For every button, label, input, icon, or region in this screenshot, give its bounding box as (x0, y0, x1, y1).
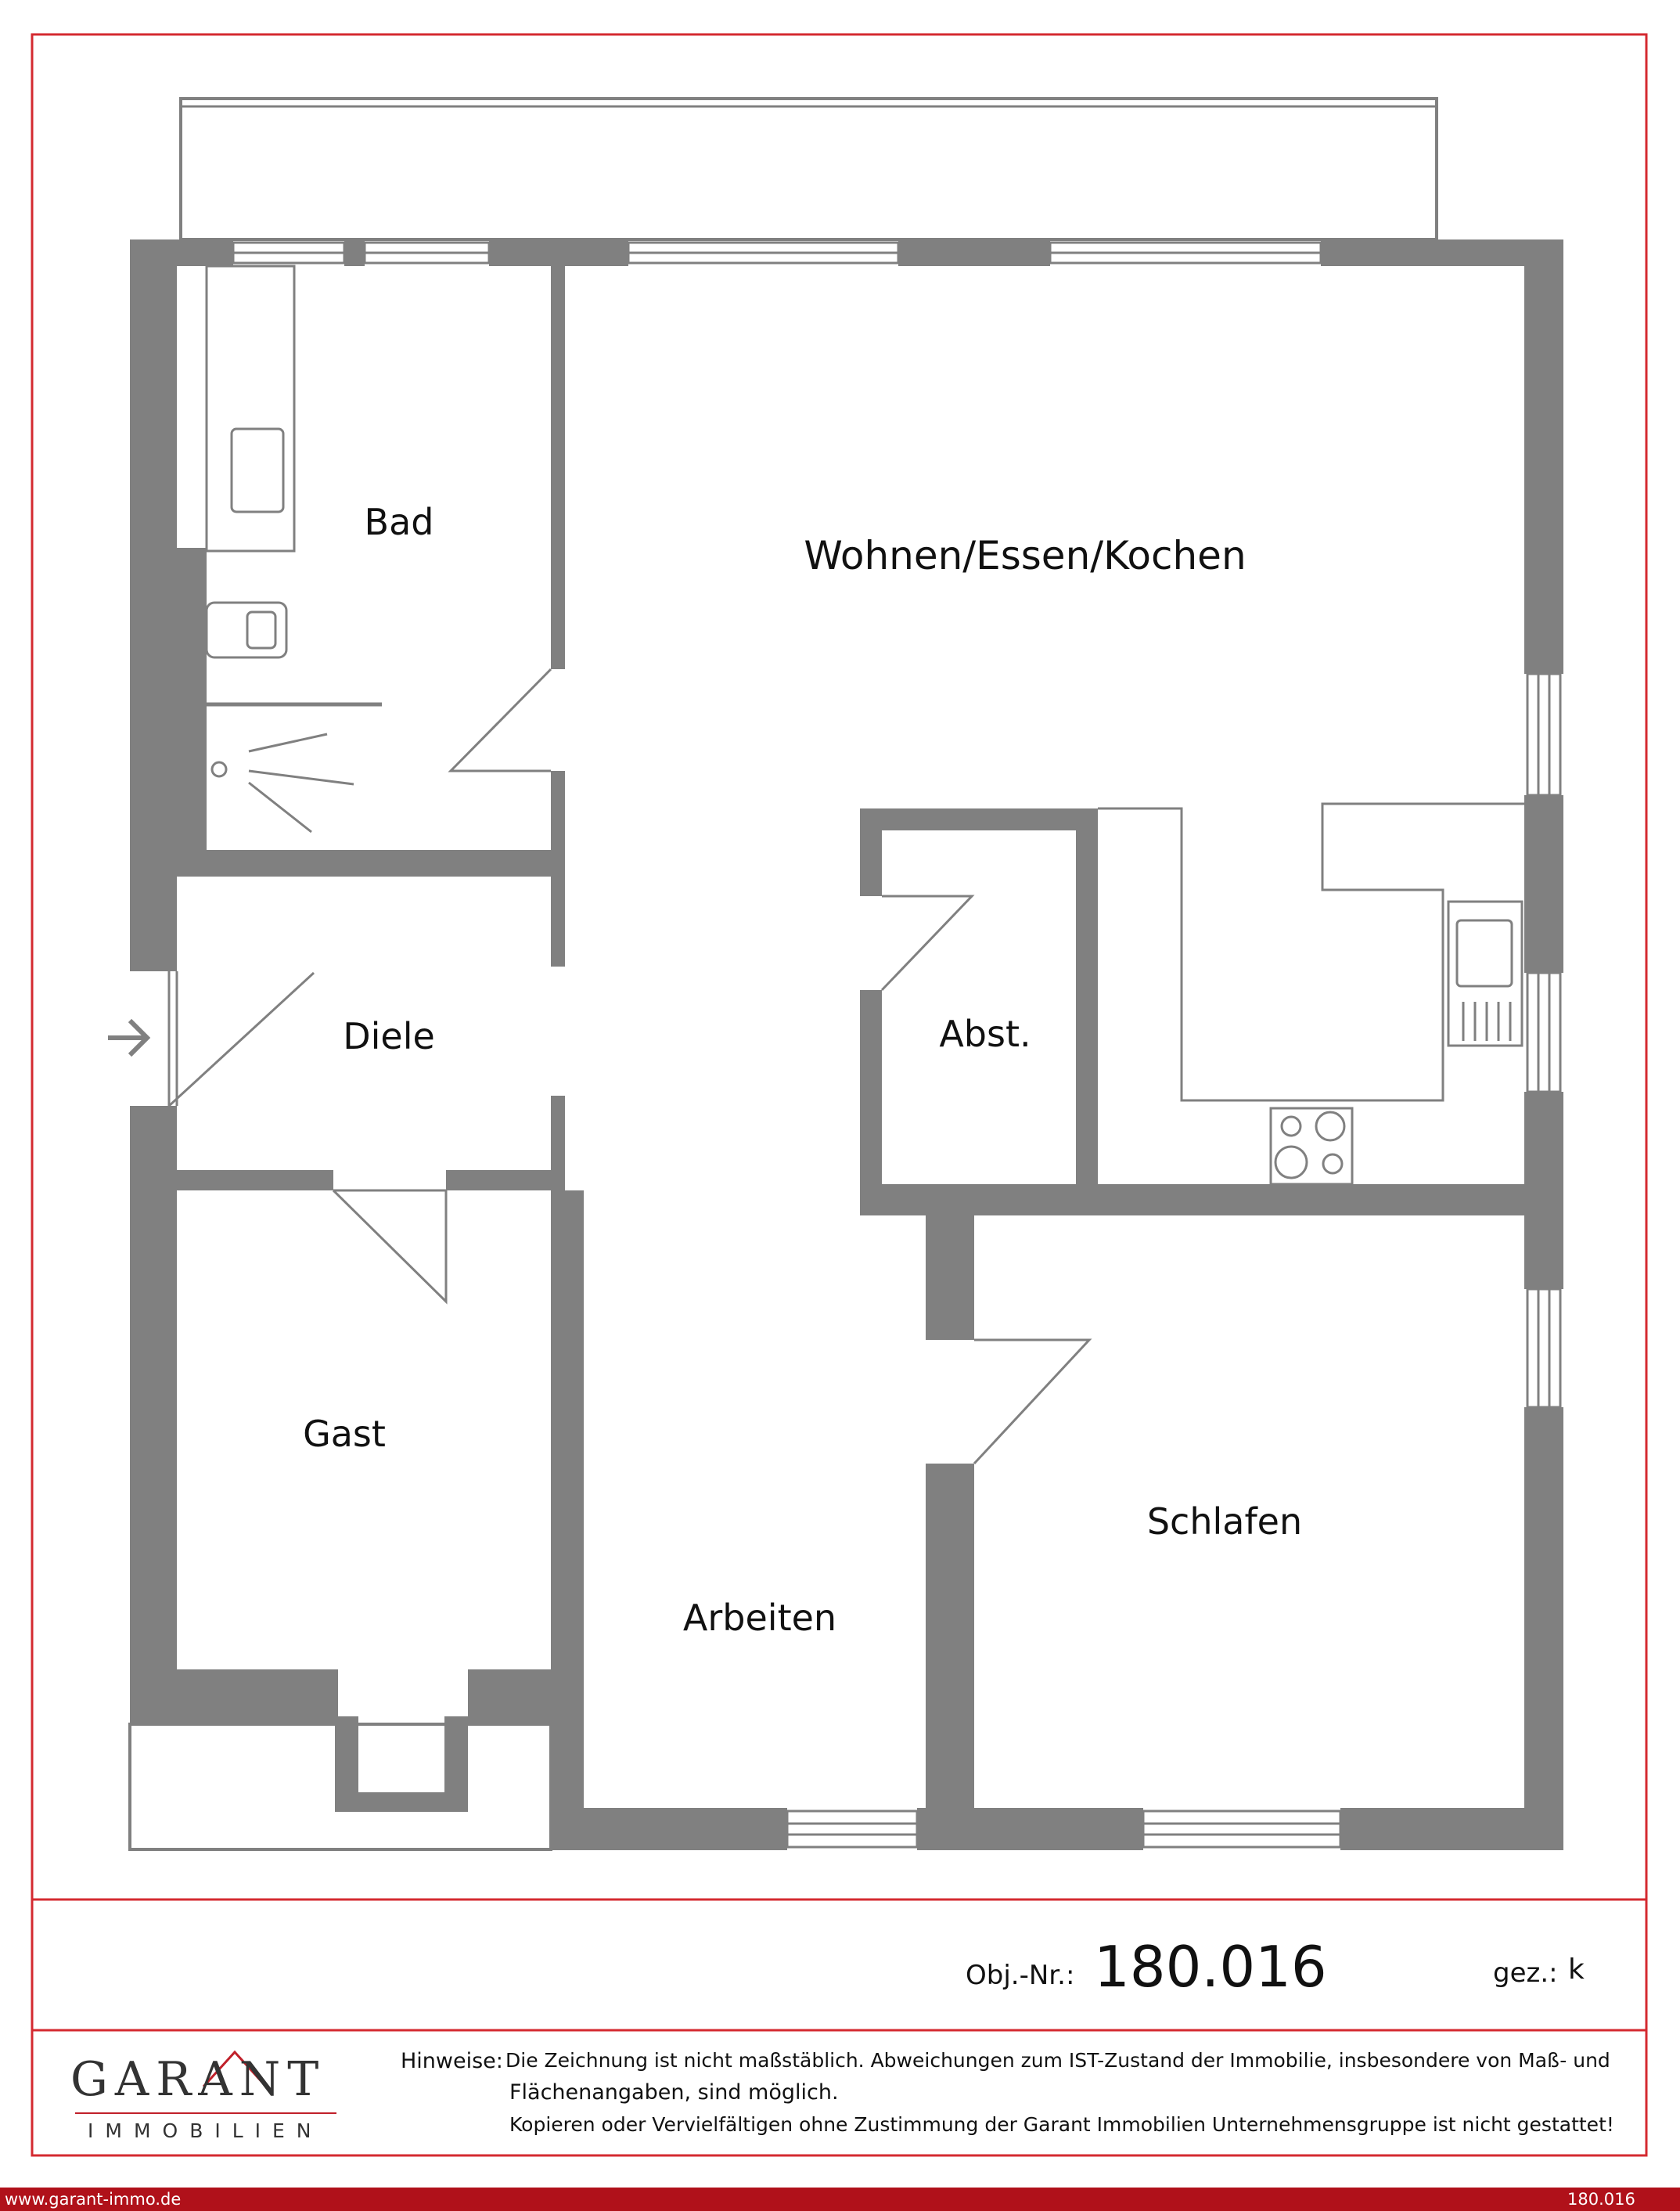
footer-website-link[interactable]: www.garant-immo.de (5, 2190, 182, 2209)
object-number-label: Obj.-Nr.: (966, 1960, 1074, 1991)
room-label-gast: Gast (303, 1413, 386, 1455)
notice-line-2: Flächenangaben, sind möglich. (509, 2080, 839, 2105)
room-label-diele: Diele (343, 1015, 435, 1057)
object-number: 180.016 (1094, 1934, 1327, 2000)
sink-icon (230, 427, 285, 513)
bay-window (128, 1716, 552, 1851)
notice-label: Hinweise: (401, 2049, 503, 2073)
room-label-bad: Bad (365, 501, 434, 543)
logo-subtitle: IMMOBILIEN (88, 2119, 323, 2142)
room-label-wohnen: Wohnen/Essen/Kochen (804, 533, 1246, 578)
footer-object-number: 180.016 (1567, 2190, 1635, 2209)
windows (232, 241, 1562, 1849)
entrance-arrow-icon (108, 1018, 151, 1057)
bathroom-fixtures (205, 265, 382, 834)
logo-roof-icon (75, 2050, 336, 2114)
kitchen-sink-icon (1447, 900, 1524, 1047)
page-frame (31, 33, 1648, 2157)
room-label-schlafen: Schlafen (1147, 1500, 1302, 1543)
logo-wordmark: GARANT (70, 2052, 326, 2107)
room-label-abst: Abst. (939, 1013, 1031, 1055)
bathtub-icon (205, 265, 296, 553)
doors (167, 668, 1092, 1465)
notice-line-3: Kopieren oder Vervielfältigen ohne Zusti… (509, 2113, 1614, 2136)
drawn-by-label: gez.: (1493, 1957, 1558, 1989)
room-label-arbeiten: Arbeiten (683, 1597, 836, 1639)
drawn-by: k (1568, 1954, 1585, 1986)
footer-bar: www.garant-immo.de 180.016 (0, 2188, 1680, 2211)
kitchen-counter (1098, 802, 1524, 1186)
walls (130, 239, 1563, 1850)
balcony (179, 97, 1438, 241)
toilet-icon (205, 601, 288, 659)
stove-icon (1269, 1107, 1354, 1186)
shower-head-icon (210, 761, 228, 778)
notice-line-1: Die Zeichnung ist nicht maßstäblich. Abw… (505, 2049, 1610, 2072)
